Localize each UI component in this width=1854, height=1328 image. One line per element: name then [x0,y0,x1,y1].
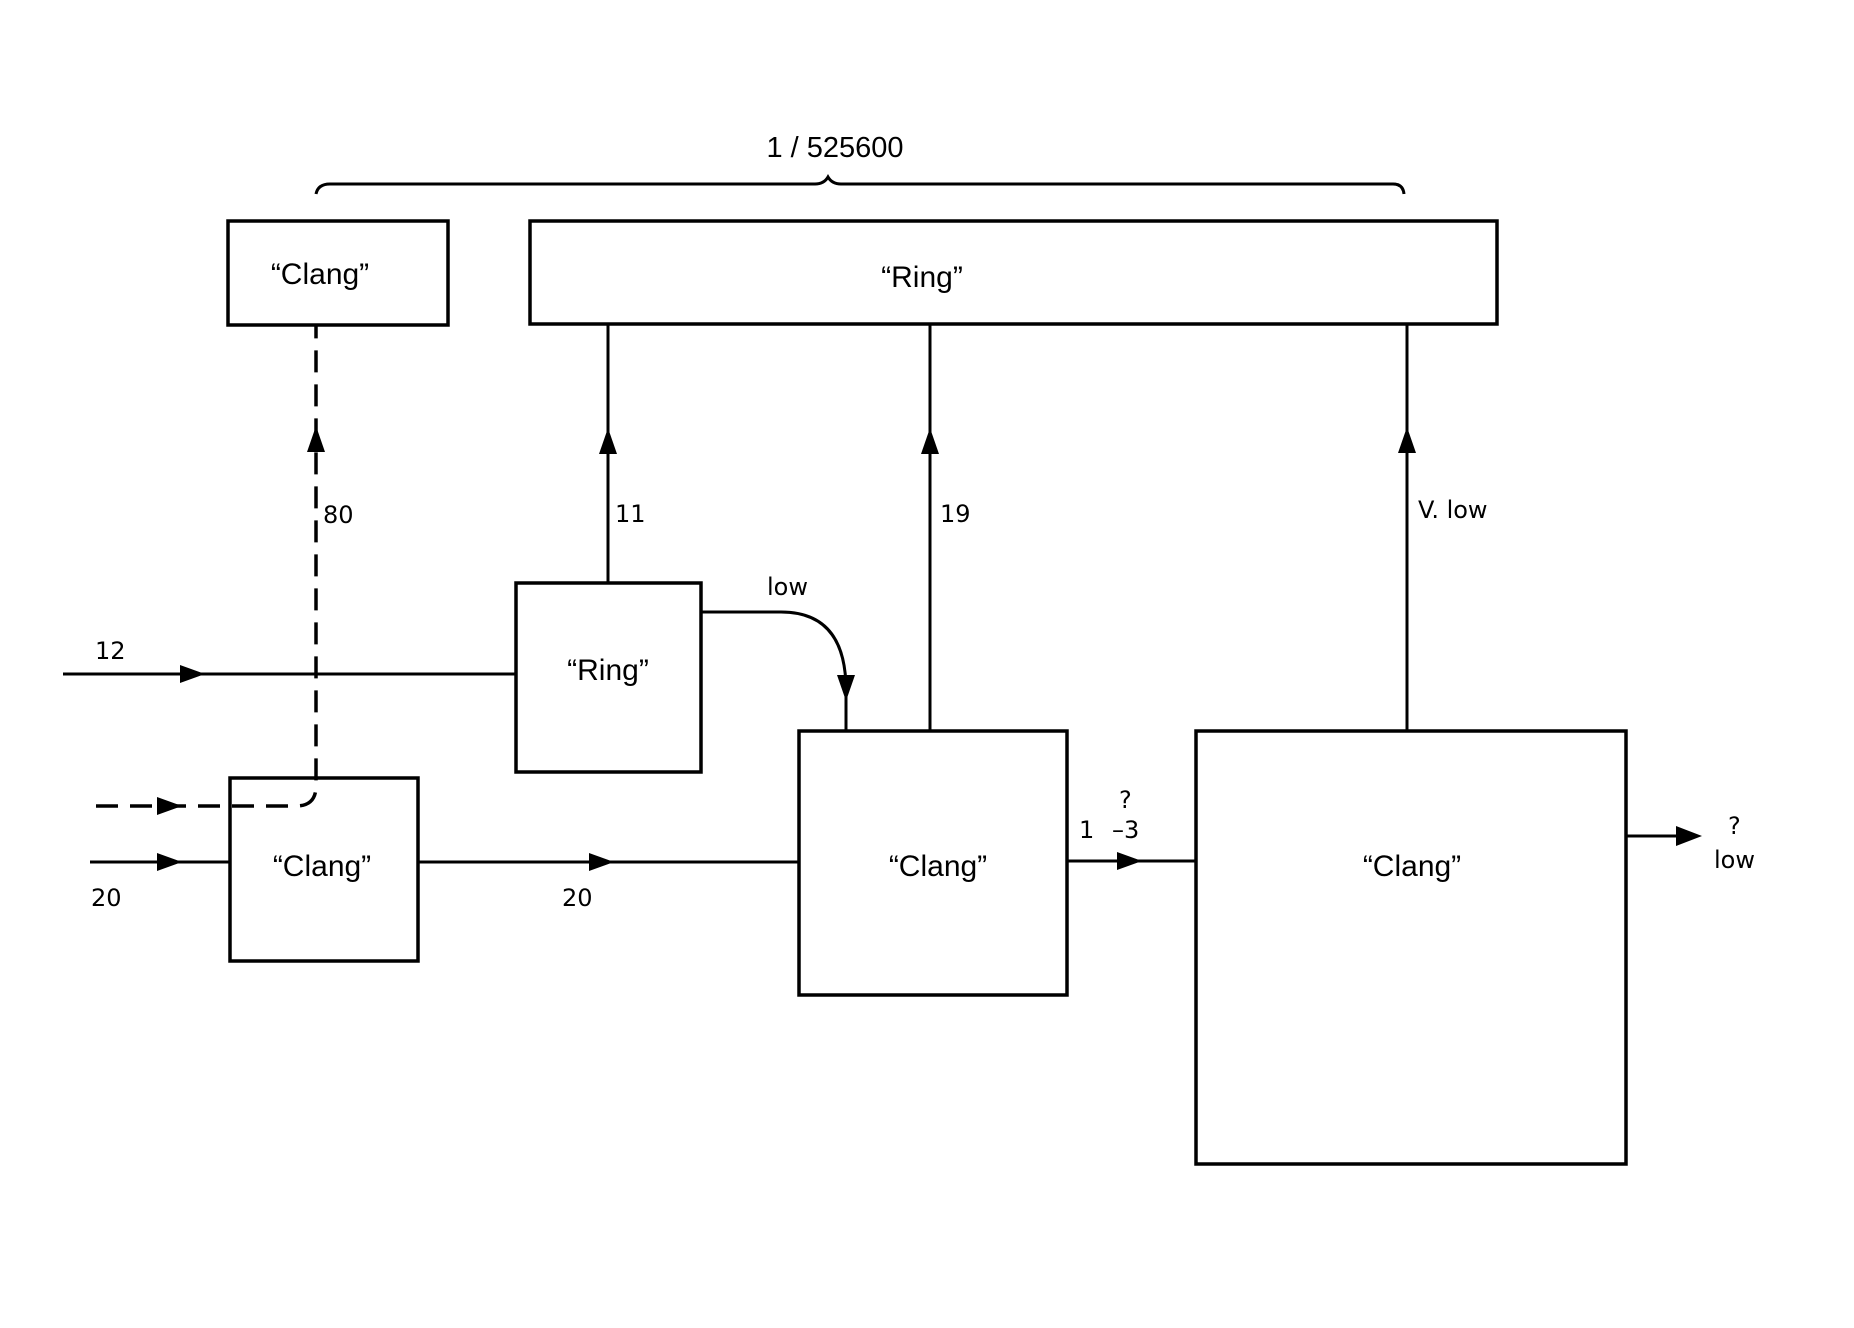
label-flow-vlow: V. low [1418,496,1488,524]
label-output-low: low [1714,846,1755,874]
arrow-head-icon [599,428,617,454]
arrow-head-icon [921,428,939,454]
arrow-head-icon [180,665,205,683]
label-output-question: ? [1728,812,1741,840]
arrow-head-icon [1398,427,1416,453]
ring-top-box [528,219,1499,326]
ring-top-label: “Ring” [881,261,963,294]
dashed-flow-80 [96,325,318,808]
diagram-title: 1 / 525600 [766,132,903,164]
grouping-brace [314,173,1406,195]
clang-middle-box [797,729,1069,997]
label-flow-80: 80 [323,501,354,529]
clang-output-box [1194,729,1628,1166]
arrow-head-icon [837,675,855,701]
arrow-head-icon [1676,826,1702,846]
label-input-12: 12 [95,637,126,665]
clang-input-box [228,776,420,963]
clang-middle-label: “Clang” [889,850,987,883]
label-flow-20: 20 [562,884,593,912]
ring-mid-box [514,581,703,774]
label-input-20: 20 [91,884,122,912]
label-flow-question: ? [1119,786,1132,814]
arrow-head-icon [1117,852,1142,870]
clang-output-label: “Clang” [1363,850,1461,883]
label-flow-19: 19 [940,500,971,528]
arrow-head-icon [157,797,182,815]
clang-top-box [226,219,450,327]
label-flow-low: low [767,573,808,601]
label-flow-minus3: –3 [1112,816,1139,844]
ring-mid-label: “Ring” [567,654,649,687]
arrow-head-icon [157,853,182,871]
label-flow-11: 11 [615,500,646,528]
label-flow-1: 1 [1079,816,1094,844]
flow-low-curve [701,610,848,731]
arrow-head-icon [589,853,614,871]
arrow-head-icon [307,426,325,452]
clang-top-label: “Clang” [271,258,369,291]
clang-input-label: “Clang” [273,850,371,883]
